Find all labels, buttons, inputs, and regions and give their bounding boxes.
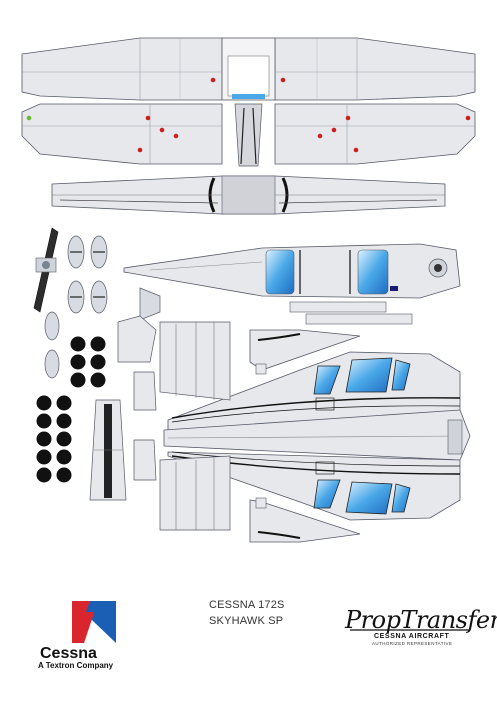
fairing-parts	[159, 321, 231, 531]
wheel-discs	[36, 336, 106, 483]
wheel-fairing-parts	[44, 235, 161, 379]
cessna-logo-text: Cessna	[40, 645, 97, 662]
upper-wing-part	[21, 37, 476, 101]
fuselage-belly-part	[163, 409, 471, 461]
propeller-part	[33, 227, 59, 313]
lower-wing-part	[21, 103, 476, 167]
nav-light-red	[465, 115, 471, 121]
model-title: CESSNA 172S SKYHAWK SP	[209, 597, 285, 629]
prop-transfer-subtitle2: AUTHORIZED REPRESENTATIVE	[372, 641, 453, 646]
vertical-tail-left-part	[249, 329, 361, 375]
fuselage-side-right-part	[167, 451, 461, 521]
vertical-tail-right-part	[249, 497, 361, 543]
model-title-line1: CESSNA 172S	[209, 599, 285, 611]
horizontal-stabilizer-part	[51, 175, 446, 215]
fuselage-top-part	[123, 243, 461, 299]
cessna-tagline: A Textron Company	[38, 661, 114, 670]
landing-gear-strut-part	[89, 399, 127, 501]
cowling-parts	[117, 315, 157, 481]
prop-transfer-subtitle: CESSNA AIRCRAFT	[374, 633, 450, 640]
prop-transfer-logo-text: PropTransfer	[345, 606, 497, 634]
model-title-line2: SKYHAWK SP	[209, 615, 284, 627]
cessna-logo-mark	[72, 601, 116, 643]
nav-light-green	[26, 115, 32, 121]
trim-strip-parts	[289, 301, 413, 325]
